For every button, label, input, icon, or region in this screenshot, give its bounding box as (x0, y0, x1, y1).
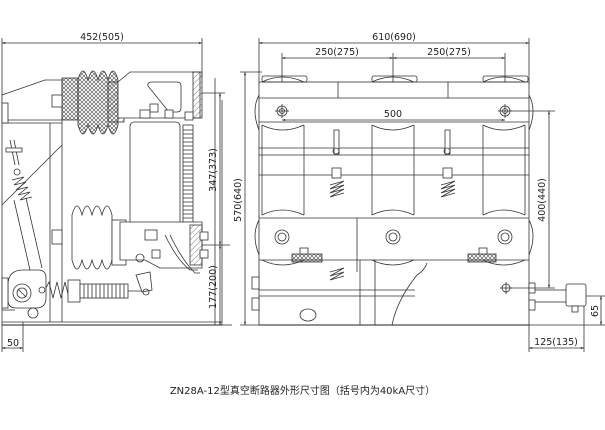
front-view: 610(690) 250(275) 250(275) (233, 32, 605, 352)
horizontal-spring (44, 271, 153, 303)
lower-bracket (119, 221, 209, 274)
side-frame (1, 78, 223, 326)
dim-front-width: 610(690) (258, 32, 530, 85)
dim-lower-height-label: 177(200) (208, 265, 219, 309)
dim-offset-label: 50 (7, 338, 19, 349)
dim-total-height-label: 570(640) (233, 178, 244, 222)
dim-pole-left-label: 250(275) (315, 47, 359, 58)
dim-mount-height-label: 400(440) (537, 178, 548, 222)
main-shaft (251, 247, 497, 326)
mount-holes: 500 (275, 104, 512, 294)
diagonal-spring-rod (1, 139, 63, 271)
main-shaft-crank (1, 269, 47, 319)
shaft-extension (528, 282, 587, 313)
dim-upper-height-label: 347(373) (208, 148, 219, 192)
dim-side-heights: 347(373) 177(200) (202, 92, 232, 326)
dim-side-width-label: 452(505) (80, 32, 124, 43)
dim-pole-right-label: 250(275) (427, 47, 471, 58)
upper-bracket (117, 71, 203, 121)
lower-insulator (51, 205, 127, 270)
dim-front-heights: 570(640) 400(440) 65 125(135) (233, 71, 605, 352)
dim-shaft-extension-label: 125(135) (534, 337, 578, 348)
dim-shaft-height-label: 65 (590, 305, 601, 317)
push-rods (329, 129, 456, 325)
pole-right (482, 75, 534, 266)
pole-left (254, 75, 308, 266)
dim-mount-holes-label: 500 (384, 109, 402, 120)
side-view: 452(505) (1, 32, 232, 352)
pole-middle (371, 75, 418, 266)
dim-total-width-label: 610(690) (372, 32, 416, 43)
drawing-caption: ZN28A-12型真空断路器外形尺寸图（括号内为40kA尺寸） (169, 386, 436, 397)
dim-side-offset: 50 (1, 322, 24, 352)
